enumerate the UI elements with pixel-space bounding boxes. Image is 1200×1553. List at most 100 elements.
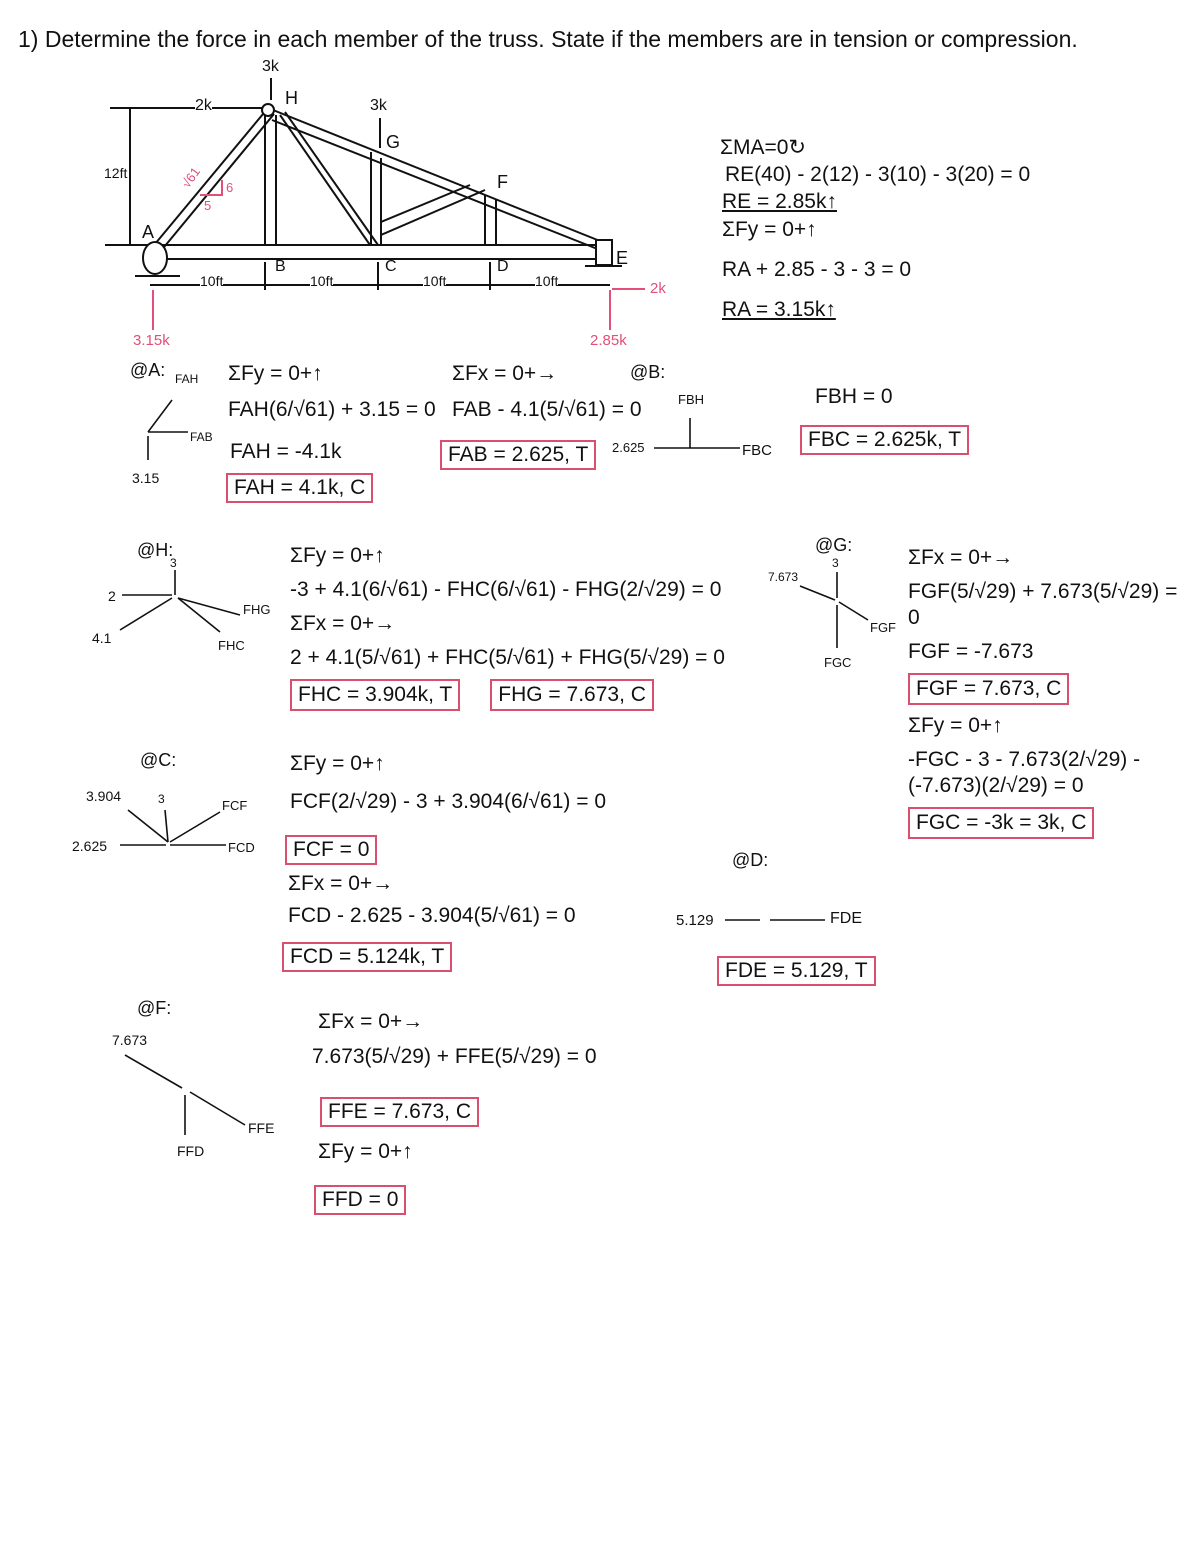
height-label: 12ft [104,165,128,181]
joint-g-line-2: FGF = -7.673 [908,640,1034,663]
reaction-line: RE = 2.85k↑ [722,190,837,213]
label-g: G [386,132,401,152]
joint-a-fy-1: FAH(6/√61) + 3.15 = 0 [228,398,436,421]
joint-g-result-gf: FGF = 7.673, C [908,673,1070,705]
joint-h-line-1: -3 + 4.1(6/√61) - FHC(6/√61) - FHG(2/√29… [290,578,722,601]
joint-d-fde: FDE [830,910,862,927]
joint-h-bottom-left: 4.1 [92,630,112,646]
joint-h-left: 2 [108,588,116,604]
joint-f-result-fe: FFE = 7.673, C [320,1097,479,1127]
joint-c-fcd: FCD [228,840,255,855]
joint-h-results: FHC = 3.904k, T FHG = 7.673, C [290,679,654,711]
joint-f-ffe: FFE [248,1120,275,1136]
joint-b-line: FBH = 0 [815,385,893,408]
joint-a-title: @A: [130,360,166,380]
joint-g-result-gc: FGC = -3k = 3k, C [908,807,1095,839]
joint-b-fbh: FBH [678,392,704,407]
joint-c-line-1: FCF(2/√29) - 3 + 3.904(6/√61) = 0 [290,790,607,813]
joint-d-result: FDE = 5.129, T [717,956,876,986]
pin-support-a [142,241,168,275]
joint-b-result: FBC = 2.625k, T [800,425,970,455]
joint-f-result-fd: FFD = 0 [314,1185,407,1215]
load-h-horizontal: 2k [195,97,212,115]
reaction-e-horizontal: 2k [650,280,666,297]
joint-f-left: 7.673 [112,1032,148,1048]
joint-a-fy-0: ΣFy = 0+↑ [228,362,323,385]
joint-a-fx-0: ΣFx = 0+→ [452,362,558,385]
joint-h-equations: ΣFy = 0+↑ -3 + 4.1(6/√61) - FHC(6/√61) -… [290,543,760,711]
load-h-top: 3k [262,58,279,75]
reaction-a: 3.15k [133,332,170,349]
member-cf [380,189,486,236]
joint-c-left: 2.625 [72,838,108,854]
joint-h-result-hg: FHG = 7.673, C [490,679,654,711]
label-f: F [497,172,508,192]
joint-g-title: @G: [815,535,853,555]
joint-f-line-1: 7.673(5/√29) + FFE(5/√29) = 0 [312,1045,597,1068]
joint-g-line-1: FGF(5/√29) + 7.673(5/√29) = 0 [908,580,1178,629]
member-hc [279,114,371,246]
label-h: H [285,88,298,108]
span-bc: 10ft [310,273,334,289]
joint-c-b: 3 [158,792,165,806]
joint-h-result-hc: FHC = 3.904k, T [290,679,461,711]
member-ah [149,107,269,251]
joint-h-line-0: ΣFy = 0+↑ [290,544,385,567]
reaction-line: RA = 3.15k↑ [722,298,836,321]
member-he [267,107,611,246]
reaction-line: RA + 2.85 - 3 - 3 = 0 [722,258,912,281]
joint-h-top: 3 [170,556,177,570]
joint-f-ffd: FFD [177,1143,205,1159]
joint-b-left: 2.625 [612,440,645,455]
slope-rise: 6 [226,180,234,195]
joint-c-result-cd: FCD = 5.124k, T [282,942,453,972]
bottom-chord [149,244,611,260]
label-c: C [385,258,397,275]
joint-g-left: 7.673 [768,570,799,584]
span-cd: 10ft [423,273,447,289]
joint-f-line-0: ΣFx = 0+→ [318,1010,424,1033]
joint-c-line2-1: FCD - 2.625 - 3.904(5/√61) = 0 [288,904,576,927]
joint-g-line2-1: -FGC - 3 - 7.673(2/√29) - (-7.673)(2/√29… [908,748,1141,797]
joint-h-line-3: 2 + 4.1(5/√61) + FHC(5/√61) + FHG(5/√29)… [290,646,725,669]
joint-a-fah: FAH [175,372,199,386]
reaction-line: ΣFy = 0+↑ [722,218,817,241]
joint-f-title: @F: [137,998,172,1018]
label-a: A [142,222,155,242]
joint-g-equations: ΣFx = 0+→ FGF(5/√29) + 7.673(5/√29) = 0 … [908,545,1193,839]
joint-a-fab: FAB [190,430,213,444]
joint-b-fbc: FBC [742,442,772,459]
joint-a-fah-result: FAH = 4.1k, C [226,473,374,503]
joint-c-a: 3.904 [86,788,122,804]
joint-c-line2-0: ΣFx = 0+→ [288,872,394,895]
joint-c-title: @C: [140,750,177,770]
reaction-e: 2.85k [590,332,627,349]
joint-h-title: @H: [137,540,174,560]
joint-g-fgc: FGC [824,655,852,670]
reaction-line: RE(40) - 2(12) - 3(10) - 3(20) = 0 [725,163,1031,186]
label-d: D [497,258,509,275]
joint-g-line-0: ΣFx = 0+→ [908,546,1014,569]
joint-a-fx-1: FAB - 4.1(5/√61) = 0 [452,398,642,421]
joint-g-line2-0: ΣFy = 0+↑ [908,714,1003,737]
load-g: 3k [370,97,387,114]
span-de: 10ft [535,273,559,289]
roller-support-e [595,239,613,266]
problem-statement: 1) Determine the force in each member of… [18,26,1078,52]
joint-f-line2: ΣFy = 0+↑ [318,1140,413,1163]
label-e: E [616,248,629,268]
slope-run: 5 [204,198,212,213]
joint-b-title: @B: [630,362,666,382]
joint-d-title: @D: [732,850,769,870]
span-ab: 10ft [200,273,224,289]
joint-a-fy-2: FAH = -4.1k [230,440,342,463]
joint-g-fgf: FGF [870,620,896,635]
joint-c-line-0: ΣFy = 0+↑ [290,752,385,775]
joint-g-top: 3 [832,556,839,570]
joint-h-line-2: ΣFx = 0+→ [290,612,396,635]
joint-c-result-cf: FCF = 0 [285,835,378,865]
joint-h-fhc: FHC [218,638,245,653]
joint-h-fhg: FHG [243,602,271,617]
joint-c-fcf: FCF [222,798,248,813]
